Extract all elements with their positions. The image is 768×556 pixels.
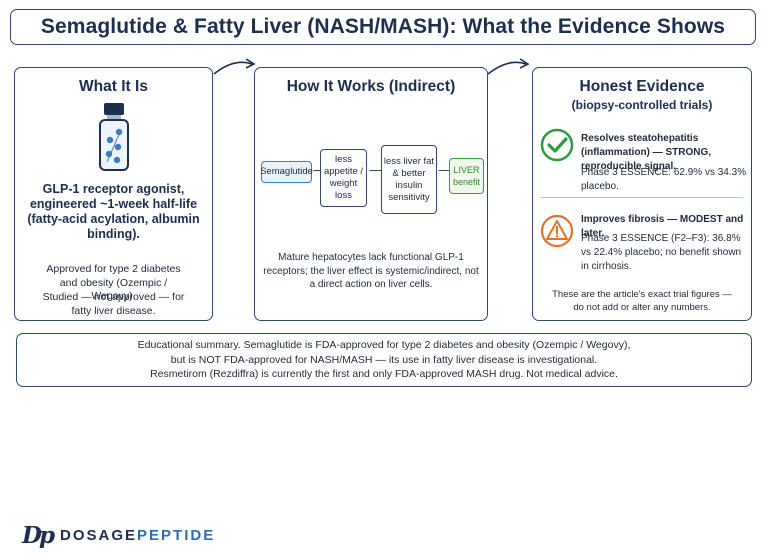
panel-title: What It Is: [79, 78, 148, 95]
flow-step-liver-benefit: LIVER benefit: [449, 158, 484, 194]
disclaimer-line-2: but is NOT FDA-approved for NASH/MASH — …: [170, 353, 598, 366]
panel-title: How It Works (Indirect): [286, 78, 456, 95]
panel-subtitle: (biopsy-controlled trials): [571, 98, 713, 112]
drug-description: GLP-1 receptor agonist, engineered ~1-we…: [27, 182, 200, 241]
what-it-is-panel: What It Is GLP-1 receptor agonist, engin…: [14, 67, 213, 321]
mechanism-note: Mature hepatocytes lack functional GLP-1…: [263, 252, 479, 290]
brand-mark: Dp: [22, 521, 55, 549]
evidence-fibrosis-headline: Improves fibrosis — MODEST and later.: [581, 214, 744, 239]
vial-icon: [99, 103, 129, 171]
divider: [541, 197, 743, 198]
disclaimer-line-1: Educational summary. Semaglutide is FDA-…: [137, 339, 631, 351]
panel-title: Honest Evidence: [579, 78, 705, 95]
study-status-text: Studied — not approved — for fatty liver…: [42, 291, 185, 317]
evidence-note: These are the article's exact trial figu…: [552, 289, 732, 313]
check-circle-icon: [540, 128, 574, 162]
disclaimer-box: Educational summary. Semaglutide is FDA-…: [16, 333, 752, 387]
disclaimer-line-3: Resmetirom (Rezdiffra) is currently the …: [150, 368, 618, 380]
connector-arrow-2: [487, 58, 530, 75]
how-it-works-panel: How It Works (Indirect) Semaglutide ⟶ le…: [254, 67, 488, 321]
brand-name-part2: PEPTIDE: [137, 526, 216, 544]
flow-step-semaglutide: Semaglutide: [260, 161, 313, 183]
evidence-fibrosis-detail: Phase 3 ESSENCE (F2–F3): 36.8% vs 22.4% …: [581, 233, 742, 272]
connector-arrow-1: [213, 58, 256, 75]
page-title: Semaglutide & Fatty Liver (NASH/MASH): W…: [10, 9, 756, 45]
approval-text: Approved for type 2 diabetes and obesity…: [46, 263, 181, 302]
brand-name-part1: DOSAGE: [60, 526, 138, 544]
flow-step-appetite: less appetite / weight loss: [320, 149, 367, 207]
flow-step-liver-fat: less liver fat & better insulin sensitiv…: [381, 145, 437, 214]
flow-arrow-icon: ⟶: [369, 165, 385, 177]
evidence-inflammation-detail: Phase 3 ESSENCE: 62.9% vs 34.3% placebo.: [581, 167, 747, 192]
warning-triangle-icon: [540, 214, 574, 248]
honest-evidence-panel: Honest Evidence (biopsy-controlled trial…: [532, 67, 752, 321]
evidence-inflammation-headline: Resolves steatohepatitis (inflammation) …: [581, 133, 711, 172]
brand-logo: Dp DOSAGE PEPTIDE: [22, 521, 215, 549]
